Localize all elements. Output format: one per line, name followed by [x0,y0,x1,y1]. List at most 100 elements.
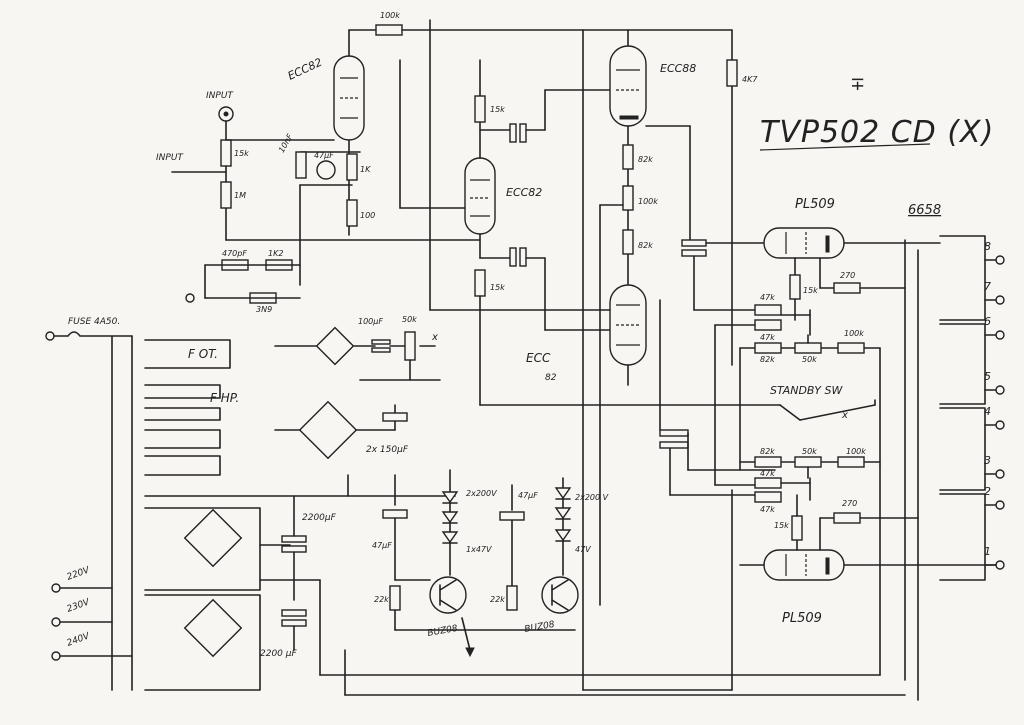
tube-v1-ecc82 [333,55,365,141]
label-100uf: 100µF [358,317,383,326]
resistor-4k7 [726,59,738,87]
output-tap-terminal-4 [995,420,1005,430]
fuse-icon [53,331,133,337]
mains-230-label: 230V [66,597,92,615]
label-2x150uf: 2x 150µF [366,445,409,455]
tube-pl509-top [763,227,845,259]
label-270-b: 270 [842,499,857,508]
label-1k2: 1K2 [268,249,283,258]
resistor-47k-1 [754,304,782,316]
transistor-1-label: BUZ08 [427,624,459,639]
label-470pf: 470pF [222,249,247,258]
fuse-terminal-icon [45,331,55,341]
resistor-100k-b [622,185,634,211]
output-tap-label-7: 7 [984,280,991,293]
label-100k-bias1: 100k [844,329,864,338]
cap-47uf-b [499,511,525,521]
resistor-100k-top [375,24,403,36]
resistor-15k-g2 [791,515,803,541]
cap-47uf-cathode [316,160,336,180]
resistor-82k-bias2 [754,456,782,468]
cap-2x150uf-a [382,412,408,422]
bridge-rectifier-2 [298,400,358,460]
label-100-cathode: 100 [360,211,375,220]
bridge-rectifier-4 [183,598,243,658]
output-transformer-secondary [939,235,986,581]
resistor-15k-v4 [474,269,486,297]
tube-v4-label-1: ECC [526,351,551,365]
schematic-title: TVP502 CD (X) [760,115,994,150]
output-tap-terminal-3 [995,469,1005,479]
transistor-2-icon [541,576,579,614]
label-47uf-a: 47µF [372,541,392,550]
resistor-47k-4 [754,491,782,503]
label-1k-cathode: 1K [360,165,371,174]
label-pot-50k: 50k [402,315,417,324]
tube-v1-label: ECC82 [286,56,324,83]
label-82k-bias1: 82k [760,355,775,364]
label-2200uf-a: 2200µF [302,513,337,523]
label-1x47v: 1x47V [466,545,492,554]
standby-switch-x: x [841,410,848,421]
tube-pl509-top-label: PL509 [795,197,835,212]
resistor-47k-2 [754,319,782,331]
pot-50k-bias2 [794,456,822,468]
label-50k-bias1: 50k [802,355,817,364]
pot-50k-bias1 [794,342,822,354]
label-47k-2: 47k [760,333,775,342]
label-47uf-b: 47µF [518,491,538,500]
label-270-a: 270 [840,271,855,280]
tube-pl509-bottom [763,549,845,581]
tube-v3-label: ECC88 [660,62,696,75]
resistor-22k-a [389,585,401,611]
model-note: 6658 [908,203,941,218]
label-15k-g2: 15k [774,521,789,530]
resistor-1m [220,181,232,209]
fuse-label: FUSE 4A50. [68,317,120,327]
label-100k-top: 100k [380,11,400,20]
resistor-47k-3 [754,477,782,489]
resistor-270-a [833,282,861,294]
output-tap-label-5: 5 [984,370,991,383]
label-15k-g1: 15k [803,286,818,295]
title-underline [759,143,931,151]
label-1m: 1M [234,191,246,200]
zener-2x200v-b [554,487,572,500]
label-22k-b: 22k [490,595,505,604]
label-15k-v2: 15k [490,105,505,114]
mains-220-label: 220V [66,565,92,583]
label-47uf-cathode: 47µF [314,151,334,160]
tube-v3-ecc88 [609,45,647,127]
input-line-label: INPUT [156,153,184,163]
resistor-82k-c [622,229,634,255]
bridge-rectifier-3 [183,508,243,568]
label-82k-c: 82k [638,241,653,250]
output-tap-label-2: 2 [984,485,991,498]
output-tap-terminal-7 [995,295,1005,305]
cap-10nf [295,151,307,179]
resistor-100k-bias1 [837,342,865,354]
mains-240-label: 240V [66,631,92,649]
label-22k-a: 22k [374,595,389,604]
label-2x200v-b: 2x200 V [575,493,609,502]
standby-switch-icon [779,404,801,421]
label-15k-input: 15k [234,149,249,158]
input-jack-label: INPUT [206,91,234,101]
output-tap-label-1: 1 [984,545,991,558]
output-tap-terminal-8 [995,255,1005,265]
resistor-15k-v2 [474,95,486,123]
label-15k-v4: 15k [490,283,505,292]
transistor-2-label: BUZ08 [524,620,556,635]
cap-2x150uf-b [382,509,408,519]
label-10nf: 10nF [277,132,295,154]
resistor-15k-input [220,139,232,167]
mains-transformer-primary [144,339,261,691]
output-tap-terminal-6 [995,330,1005,340]
label-100k-bias2: 100k [846,447,866,456]
f-ot-label: F OT. [188,347,218,361]
label-47k-3: 47k [760,469,775,478]
resistor-82k-bias1 [754,342,782,354]
label-47k-1: 47k [760,293,775,302]
resistor-22k-b [506,585,518,611]
